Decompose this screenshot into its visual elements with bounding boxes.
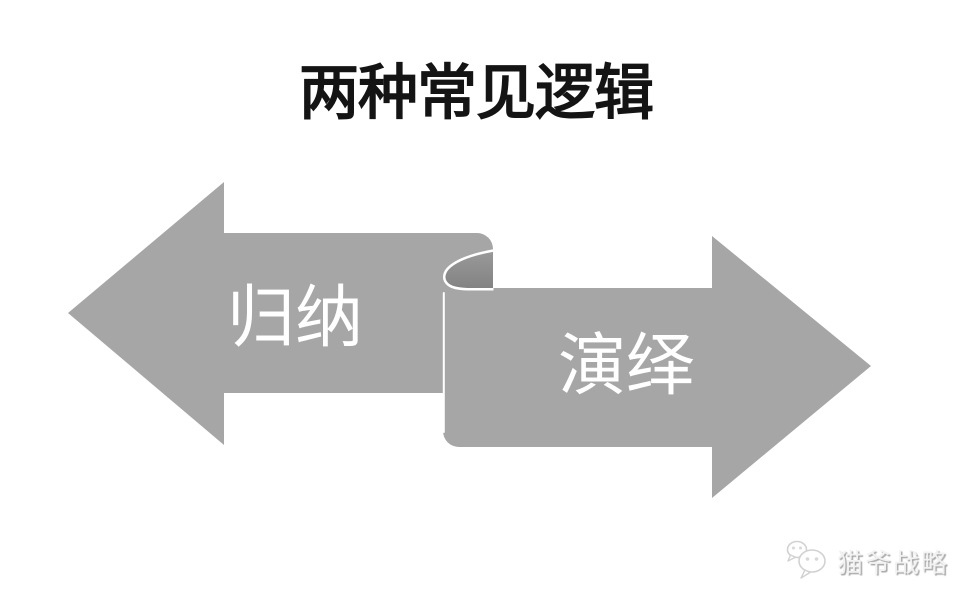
page-title: 两种常见逻辑 <box>299 59 654 127</box>
induction-arrow-label: 归纳 <box>226 280 364 356</box>
wechat-chat-bubbles-icon <box>786 540 826 579</box>
deduction-arrow-label: 演绎 <box>557 328 695 404</box>
induction-left-arrow-shape <box>68 182 493 445</box>
fold-rim-highlight <box>443 249 494 291</box>
chat-bubble-large <box>798 549 826 579</box>
ribbon-curl-shadow <box>443 250 493 290</box>
watermark: 猫爷战略 <box>784 538 949 584</box>
deduction-right-arrow-shape <box>443 236 871 498</box>
watermark-text: 猫爷战略 <box>837 547 950 578</box>
